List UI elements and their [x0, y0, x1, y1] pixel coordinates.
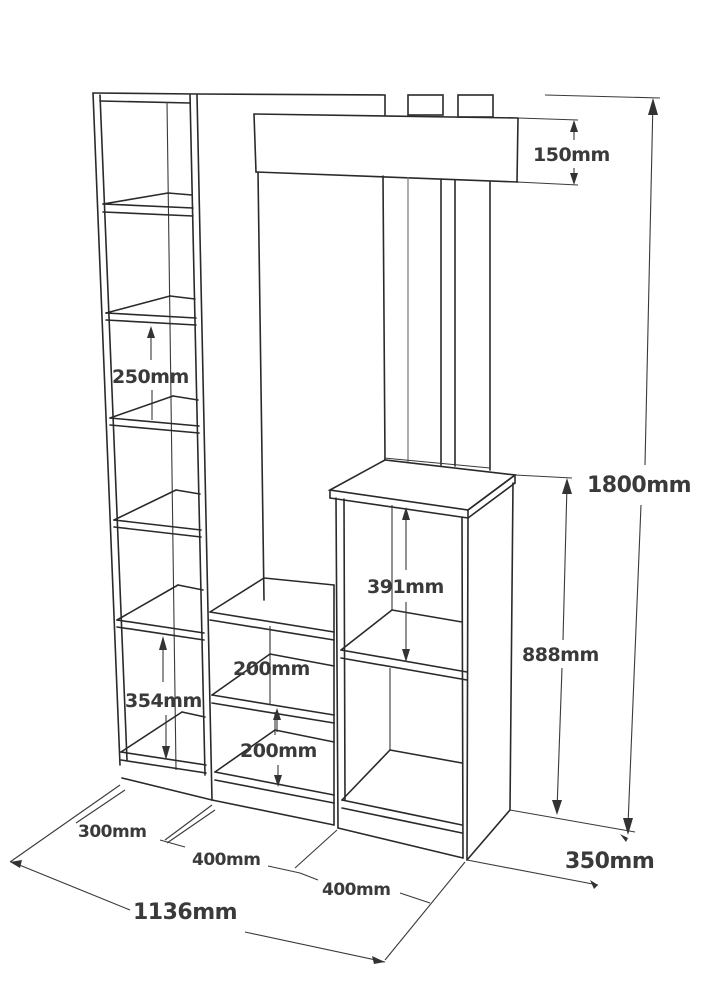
left-shelf-bottom [120, 711, 213, 801]
hook-1 [407, 94, 444, 116]
label-total-width: 1136mm [133, 900, 237, 925]
label-middle-width: 400mm [192, 850, 260, 870]
left-shelf-2 [105, 295, 197, 326]
label-left-bottom-compartment: 354mm [125, 690, 202, 712]
label-middle-spacing-upper: 200mm [233, 658, 310, 680]
label-top-panel-height: 150mm [533, 144, 610, 166]
label-right-width: 400mm [322, 880, 390, 900]
label-middle-spacing-lower: 200mm [240, 740, 317, 762]
label-left-width: 300mm [78, 822, 146, 842]
label-cabinet-height: 888mm [522, 644, 599, 666]
right-cabinet [327, 459, 518, 861]
middle-shelf-section [209, 577, 335, 826]
dimension-lines [9, 94, 661, 964]
label-cabinet-compartment: 391mm [367, 576, 444, 598]
left-shelf-5 [116, 584, 205, 641]
left-shelf-3 [109, 395, 200, 434]
label-left-shelf-spacing: 250mm [112, 366, 189, 388]
left-shelf-4 [113, 489, 202, 538]
back-panel [196, 93, 519, 601]
left-shelf-1 [102, 192, 194, 217]
top-horizontal-panel [253, 113, 519, 183]
hook-2 [457, 94, 494, 118]
left-shelf-column [92, 92, 213, 801]
dimension-labels: 150mm 1800mm 250mm 391mm 888mm 354mm 200… [78, 144, 692, 925]
label-depth: 350mm [565, 849, 654, 874]
label-total-height: 1800mm [587, 473, 691, 498]
